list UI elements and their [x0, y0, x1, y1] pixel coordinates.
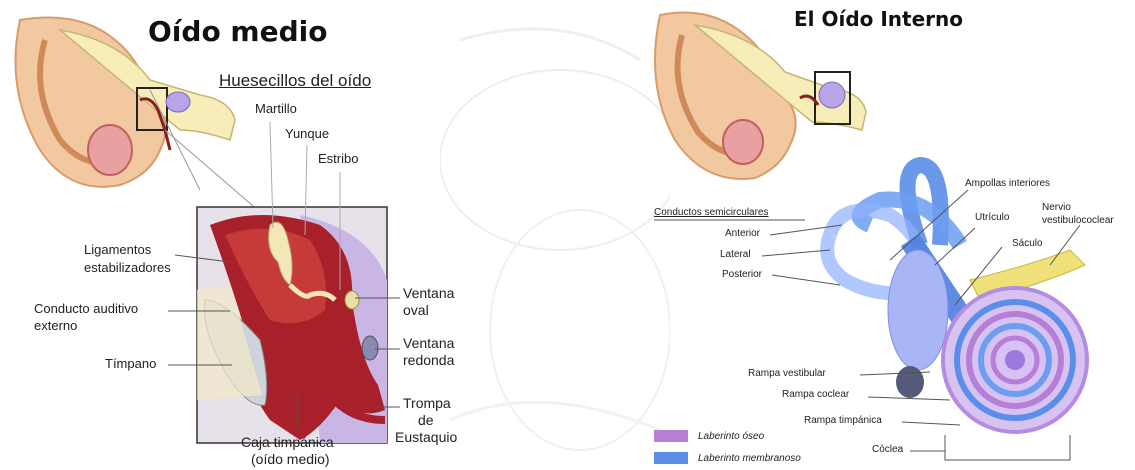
label-trompa-line3: Eustaquio — [395, 430, 457, 445]
label-rampa-coclear: Rampa coclear — [782, 390, 849, 401]
label-ligamentos-line2: estabilizadores — [84, 261, 171, 275]
legend-label-membranous: Laberinto membranoso — [698, 453, 801, 464]
label-caja-line1: Caja timpánica — [241, 435, 334, 450]
label-rampa-vestibular: Rampa vestibular — [748, 369, 826, 380]
round-window-shape — [896, 366, 924, 398]
label-estribo: Estribo — [318, 152, 358, 166]
label-posterior: Posterior — [722, 270, 762, 281]
label-ligamentos-line1: Ligamentos — [84, 243, 151, 257]
cochlea-spiral — [943, 288, 1087, 432]
ossicles-subtitle: Huesecillos del oído — [219, 72, 371, 90]
label-ventana-oval-line1: Ventana — [403, 286, 454, 301]
label-trompa-line2: de — [418, 413, 434, 428]
label-conducto-line1: Conducto auditivo — [34, 302, 138, 316]
label-rampa-timpanica: Rampa timpánica — [804, 416, 882, 427]
label-conducto-line2: externo — [34, 319, 77, 333]
legend-label-bony: Laberinto óseo — [698, 431, 764, 442]
label-nervio-line1: Nervio — [1042, 203, 1071, 214]
legend-swatch-membranous — [654, 452, 688, 464]
middle-ear-panel: Oído medio Huesecillos del oído Martillo… — [0, 0, 470, 470]
label-yunque: Yunque — [285, 127, 329, 141]
inner-ear-panel: El Oído Interno Conductos semicirculares… — [640, 0, 1135, 470]
legend-item-membranous: Laberinto membranoso — [654, 452, 801, 464]
label-nervio-line2: vestibulococlear — [1042, 216, 1114, 227]
label-trompa-line1: Trompa — [403, 396, 451, 411]
vestibule-shape — [888, 250, 948, 370]
inner-ear-illustration — [640, 0, 1135, 470]
label-anterior: Anterior — [725, 229, 760, 240]
legend-swatch-bony — [654, 430, 688, 442]
label-lateral: Lateral — [720, 250, 751, 261]
legend-item-bony: Laberinto óseo — [654, 430, 764, 442]
label-utriculo: Utrículo — [975, 213, 1009, 224]
label-ventana-redonda-line2: redonda — [403, 353, 454, 368]
label-coclea: Cóclea — [872, 445, 903, 456]
ear-thumbnail — [655, 13, 866, 179]
label-ventana-redonda-line1: Ventana — [403, 336, 454, 351]
label-saculo: Sáculo — [1012, 239, 1043, 250]
label-martillo: Martillo — [255, 102, 297, 116]
label-ampollas: Ampollas interiores — [965, 179, 1050, 190]
inner-ear-title: El Oído Interno — [794, 7, 963, 31]
background-texture — [440, 0, 670, 470]
middle-ear-detail — [197, 122, 387, 443]
label-ventana-oval-line2: oval — [403, 303, 429, 318]
label-timpano: Tímpano — [105, 357, 156, 371]
label-conductos: Conductos semicirculares — [654, 208, 769, 219]
middle-ear-title: Oído medio — [148, 15, 327, 48]
label-caja-line2: (oído medio) — [251, 452, 330, 467]
